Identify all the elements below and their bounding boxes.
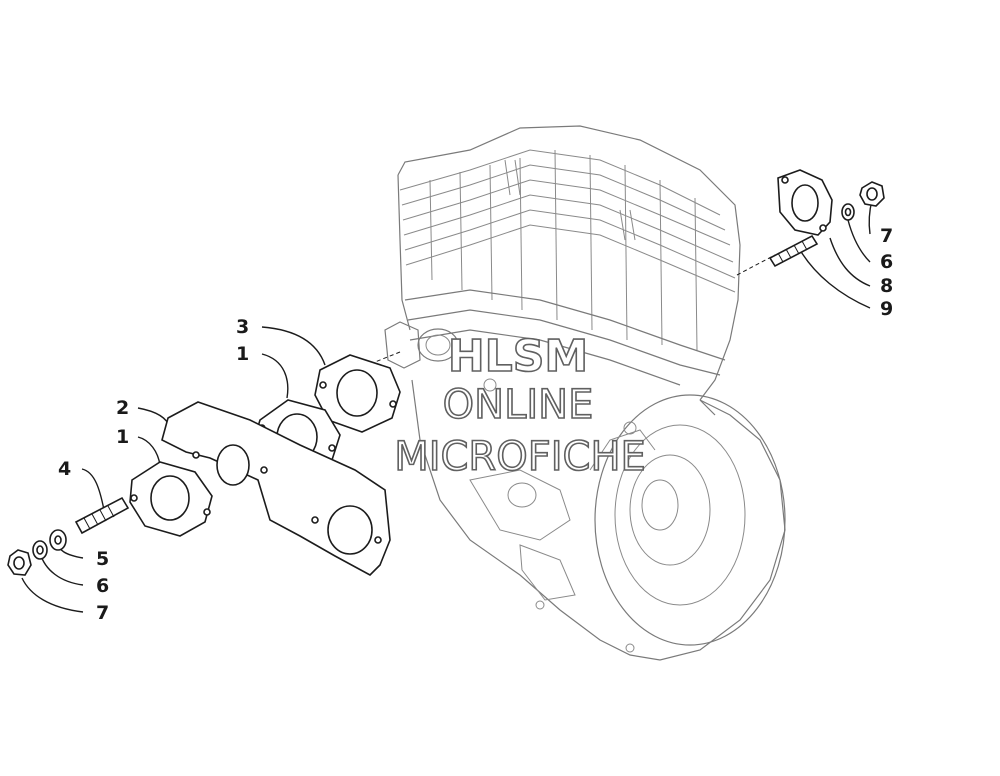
flange-gasket-right-part — [777, 169, 833, 236]
callout-nut-left: 7 — [96, 602, 109, 624]
watermark-line-1: HLSM — [448, 331, 588, 382]
callout-lock-washer-left: 6 — [96, 575, 109, 597]
nut-left-part — [7, 549, 32, 576]
callout-flange-bottom: 1 — [116, 426, 129, 448]
callout-stud-right: 9 — [880, 298, 893, 320]
washer-left-part — [49, 529, 67, 551]
engine-block-illustration — [384, 125, 786, 661]
callout-plate-gasket: 2 — [116, 397, 129, 419]
nut-right-part — [859, 181, 885, 207]
callout-nut-right: 7 — [880, 225, 893, 247]
manifold-plate-gasket-part — [161, 401, 391, 576]
stud-left-part — [74, 496, 130, 535]
gasket-top-part — [314, 354, 401, 433]
watermark: HLSM ONLINE MICROFICHE — [393, 330, 646, 481]
stud-right-part — [768, 234, 819, 268]
watermark-line-2: ONLINE — [443, 382, 594, 428]
lock-washer-right-part — [841, 203, 855, 221]
callout-lock-washer-right: 6 — [880, 251, 893, 273]
callout-gasket-top: 3 — [236, 316, 249, 338]
callout-stud-left: 4 — [58, 458, 71, 480]
watermark-line-3: MICROFICHE — [394, 434, 646, 480]
callout-flange-gasket-right: 8 — [880, 275, 893, 297]
lock-washer-left-part — [32, 540, 48, 560]
flange-bottom-part — [129, 461, 213, 537]
callout-washer-left: 5 — [96, 548, 109, 570]
callout-flange-top: 1 — [236, 343, 249, 365]
